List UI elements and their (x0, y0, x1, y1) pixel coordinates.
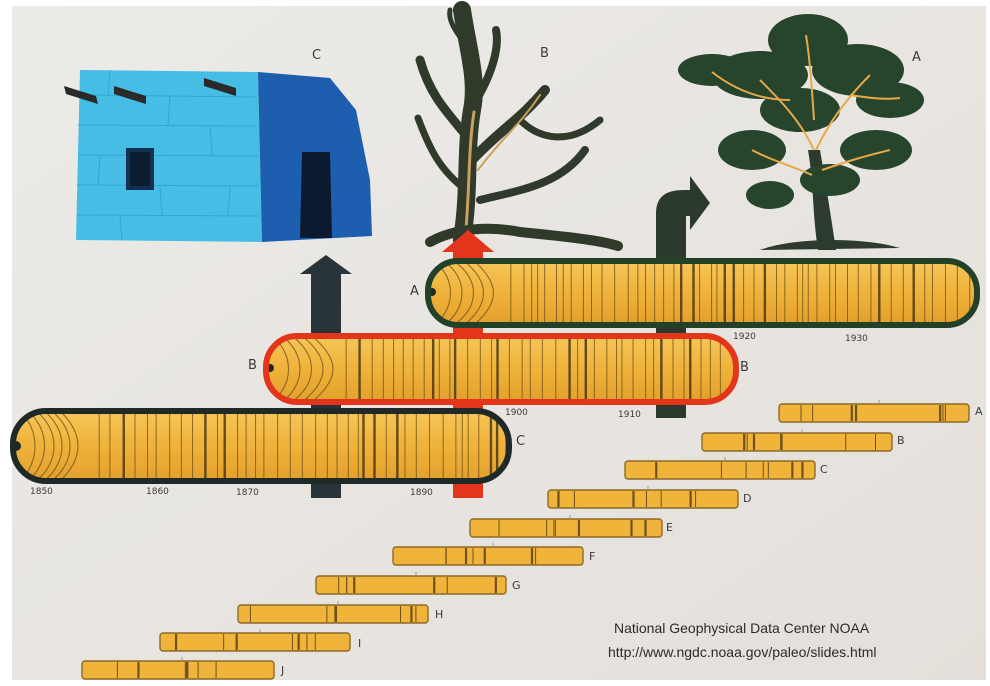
sequence-core-bar (160, 633, 350, 651)
sequence-core (316, 572, 506, 594)
sequence-core-bar (82, 661, 274, 679)
credit-line-2: http://www.ngdc.noaa.gov/paleo/slides.ht… (608, 644, 877, 660)
sequence-core (393, 543, 583, 565)
sequence-core (548, 486, 738, 508)
core-b (266, 336, 736, 402)
year-label: 1860 (146, 487, 169, 497)
year-label: 1870 (236, 488, 259, 498)
year-label: 1930 (845, 334, 868, 344)
sequence-label-g: G (512, 579, 521, 592)
sequence-label-f: F (589, 550, 595, 563)
sequence-label-a: A (975, 405, 983, 418)
year-label: 1920 (733, 332, 756, 342)
core-a-left-label: A (410, 284, 419, 299)
year-label: 1900 (505, 408, 528, 418)
pueblo-dwelling (64, 70, 372, 242)
core-b-left-label: B (248, 358, 257, 373)
sequence-label-j: J (281, 664, 284, 677)
sequence-core-bar (548, 490, 738, 508)
sequence-label-c: C (820, 463, 828, 476)
sequence-core (160, 629, 350, 651)
core-c-right-label: C (516, 434, 525, 449)
sequence-core (779, 400, 969, 422)
sequence-core-bar (702, 433, 892, 451)
year-label: 1910 (618, 410, 641, 420)
core-a (428, 261, 977, 325)
sequence-core-bar (316, 576, 506, 594)
sequence-core-bar (625, 461, 815, 479)
credit-line-1: National Geophysical Data Center NOAA (614, 620, 869, 636)
year-label: 1850 (30, 487, 53, 497)
sequence-core-bar (393, 547, 583, 565)
sequence-core (625, 457, 815, 479)
structure-label-a: A (912, 50, 921, 65)
structure-label-b: B (540, 46, 549, 61)
core-b-right-label: B (740, 360, 749, 375)
sequence-label-e: E (666, 521, 673, 534)
sequence-core (470, 515, 662, 537)
structure-label-c: C (312, 48, 321, 63)
sequence-label-i: I (358, 637, 361, 650)
year-label: 1890 (410, 488, 433, 498)
sequence-core (238, 601, 428, 623)
core-c (11, 411, 509, 481)
sequence-label-h: H (435, 608, 443, 621)
sequence-label-d: D (743, 492, 751, 505)
sequence-core-bar (238, 605, 428, 623)
sequence-core (82, 657, 274, 679)
sequence-label-b: B (897, 434, 905, 447)
sequence-core (702, 429, 892, 451)
